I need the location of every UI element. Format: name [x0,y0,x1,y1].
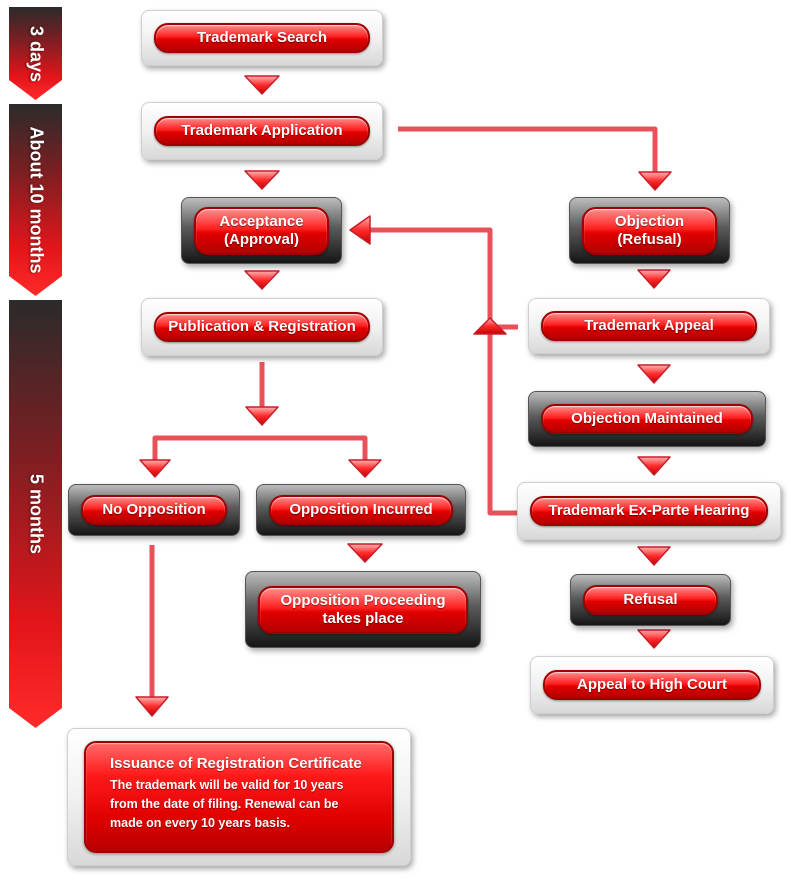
arrow-left-acceptance [349,215,371,245]
arrow-down-refusal [637,629,671,649]
arrow-down-no-opposition [139,459,171,478]
opposition-proceeding-line-2: takes place [322,609,404,627]
no-opposition-step: No Opposition [68,484,240,536]
objection-line-1: Objection [614,212,685,230]
arrow-down-opposition-proceeding [347,543,383,563]
refusal-step: Refusal [570,574,731,626]
trademark-application-step: Trademark Application [141,102,383,160]
certificate-line: from the date of filing. Renewal can be [110,797,339,811]
appeal-high-court-step: Appeal to High Court [530,656,774,714]
objection-line-2: (Refusal) [617,230,682,248]
connector-loop-back [368,227,518,516]
ex-parte-hearing-label: Trademark Ex-Parte Hearing [530,496,768,526]
no-opposition-label: No Opposition [81,495,227,525]
acceptance-step: Acceptance (Approval) [181,197,342,264]
trademark-appeal-step: Trademark Appeal [528,298,770,354]
appeal-high-court-label: Appeal to High Court [543,670,761,700]
publication-registration-step: Publication & Registration [141,298,383,356]
arrow-down-2 [244,170,280,190]
objection-label: Objection (Refusal) [582,206,717,255]
arrow-down-1 [244,75,280,95]
trademark-search-step: Trademark Search [141,10,383,66]
certificate-line: The trademark will be valid for 10 years [110,778,344,792]
arrow-down-objection-appeal [637,269,671,289]
arrow-down-exparte [637,546,671,566]
objection-maintained-label: Objection Maintained [541,404,753,434]
certificate-body: The trademark will be valid for 10 years… [110,776,372,833]
arrow-down-objection [638,171,672,191]
trademark-search-label: Trademark Search [154,23,370,53]
refusal-label: Refusal [583,585,718,615]
opposition-incurred-label: Opposition Incurred [269,495,453,525]
publication-registration-label: Publication & Registration [154,312,370,342]
acceptance-line-2: (Approval) [224,230,299,248]
arrow-down-opposition [348,459,382,478]
objection-step: Objection (Refusal) [569,197,730,264]
arrow-down-maintained [637,456,671,476]
timeline-5-months: 5 months [9,300,62,728]
arrow-down-appeal [637,364,671,384]
connector-branch [152,435,368,460]
opposition-proceeding-line-1: Opposition Proceeding [280,591,446,609]
trademark-application-label: Trademark Application [154,116,370,146]
opposition-proceeding-step: Opposition Proceeding takes place [245,571,481,648]
timeline-about-10-months: About 10 months [9,104,62,296]
arrow-down-publication [245,406,279,426]
opposition-incurred-step: Opposition Incurred [256,484,466,536]
certificate-title: Issuance of Registration Certificate [110,755,362,772]
arrow-up-loop [473,317,507,335]
opposition-proceeding-label: Opposition Proceeding takes place [258,585,468,634]
registration-certificate-panel: Issuance of Registration Certificate The… [84,741,394,853]
connector-application-objection [398,126,658,175]
objection-maintained-step: Objection Maintained [528,391,766,447]
registration-certificate-step: Issuance of Registration Certificate The… [67,728,411,866]
arrow-down-3 [244,270,280,290]
acceptance-line-1: Acceptance [219,212,304,230]
acceptance-label: Acceptance (Approval) [194,206,329,255]
trademark-appeal-label: Trademark Appeal [541,311,757,341]
ex-parte-hearing-step: Trademark Ex-Parte Hearing [517,482,781,540]
arrow-down-certificate [135,696,169,717]
timeline-3-days: 3 days [9,7,62,100]
certificate-line: made on every 10 years basis. [110,816,290,830]
